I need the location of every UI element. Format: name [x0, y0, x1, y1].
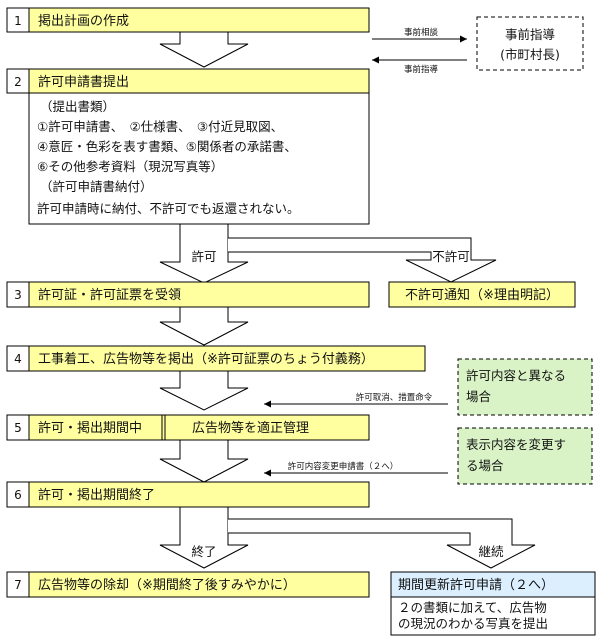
step-3-label: 許可証・許可証票を受領 — [38, 287, 181, 303]
revocation-arrow: 許可取消、措置命令 — [264, 392, 448, 408]
step-4-label: 工事着工、広告物等を掲出（※許可証票のちょう付義務） — [38, 351, 374, 367]
step-7: 7 広告物等の除却（※期間終了後すみやかに） — [6, 571, 370, 598]
end-label: 終了 — [191, 544, 216, 559]
change-line2: る場合 — [466, 458, 504, 473]
differs-line2: 場合 — [466, 389, 492, 404]
change-box: 表示内容を変更す る場合 — [457, 427, 593, 485]
renewal-line1: ２の書類に加えて、広告物 — [398, 600, 547, 615]
step-6-number: 6 — [14, 488, 22, 502]
step-4: 4 工事着工、広告物等を掲出（※許可証票のちょう付義務） — [6, 345, 426, 372]
prior-guidance-line1: 事前指導 — [505, 27, 555, 42]
change-line1: 表示内容を変更す — [466, 437, 566, 452]
arrow-5-to-6 — [159, 439, 249, 483]
renewal-box: 期間更新許可申請（２へ） ２の書類に加えて、広告物 の現況のわかる写真を提出 — [390, 571, 596, 636]
step-2: 2 許可申請書提出 （提出書類） ①許可申請書、 ②仕様書、 ③付近見取図、 ④… — [6, 68, 370, 225]
step-4-box — [28, 345, 426, 372]
prior-guidance-box: 事前指導 (市町村長) — [476, 16, 584, 71]
step-2-label: 許可申請書提出 — [38, 74, 129, 90]
arrow-1-to-2 — [159, 31, 249, 68]
step-2-detail-1: ①許可申請書、 ②仕様書、 ③付近見取図、 — [37, 119, 283, 134]
not-permitted-label: 不許可通知（※理由明記） — [405, 287, 559, 303]
not-permit-label: 不許可 — [432, 249, 470, 264]
renewal-title: 期間更新許可申請（２へ） — [398, 577, 554, 593]
step-1-number: 1 — [14, 14, 22, 28]
step-3-box — [28, 281, 370, 308]
step-7-box — [28, 571, 370, 598]
step-6-label: 許可・掲出期間終了 — [38, 487, 155, 503]
step-2-detail-2: ④意匠・色彩を表す書類、⑤関係者の承諾書、 — [37, 139, 297, 154]
differs-box: 許可内容と異なる 場合 — [457, 358, 593, 416]
differs-line1: 許可内容と異なる — [466, 368, 566, 383]
step-3-number: 3 — [14, 288, 22, 302]
step-2-detail-4: （許可申請書納付） — [40, 179, 153, 194]
step-2-detail-0: （提出書類） — [40, 99, 115, 114]
step-5-label: 許可・掲出期間中 — [38, 420, 142, 436]
step-1-label: 掲出計画の作成 — [38, 13, 129, 29]
step-5-number: 5 — [14, 421, 22, 435]
step-6-box — [28, 481, 370, 508]
step-5-sub-label: 広告物等を適正管理 — [192, 420, 309, 436]
change-application-label: 許可内容変更申請書（２へ） — [288, 461, 399, 472]
step-5: 5 許可・掲出期間中 広告物等を適正管理 — [6, 414, 370, 441]
arrow-4-to-5 — [159, 370, 249, 411]
prior-guidance-label: 事前指導 — [404, 64, 439, 75]
step-6: 6 許可・掲出期間終了 — [6, 481, 370, 508]
step-7-number: 7 — [14, 578, 22, 592]
step-7-label: 広告物等の除却（※期間終了後すみやかに） — [38, 577, 296, 593]
step-1: 1 掲出計画の作成 — [6, 7, 370, 33]
step-4-number: 4 — [14, 352, 22, 366]
prior-consult-arrows: 事前相談 事前指導 — [372, 27, 467, 75]
arrow-3-to-4 — [159, 306, 249, 346]
revocation-label: 許可取消、措置命令 — [356, 392, 433, 403]
step-2-detail-3: ⑥その他参考資料（現況写真等） — [37, 159, 223, 174]
step-3: 3 許可証・許可証票を受領 — [6, 281, 370, 308]
step-2-detail-5: 許可申請時に納付、不許可でも返還されない。 — [37, 201, 300, 216]
step-2-details-box — [28, 92, 370, 225]
step-2-number: 2 — [14, 75, 22, 89]
renewal-line2: の現況のわかる写真を提出 — [398, 616, 548, 631]
step-1-box — [28, 7, 370, 33]
prior-guidance-line2: (市町村長) — [500, 47, 560, 62]
arrow-6-to-7: 終了 継続 — [159, 506, 536, 569]
not-permitted-box: 不許可通知（※理由明記） — [388, 281, 576, 308]
arrow-2-to-3: 許可 不許可 — [159, 223, 497, 284]
change-application-arrow: 許可内容変更申請書（２へ） — [264, 461, 448, 477]
prior-consult-label: 事前相談 — [404, 27, 439, 38]
permit-label: 許可 — [191, 249, 216, 264]
continue-label: 継続 — [478, 544, 504, 559]
